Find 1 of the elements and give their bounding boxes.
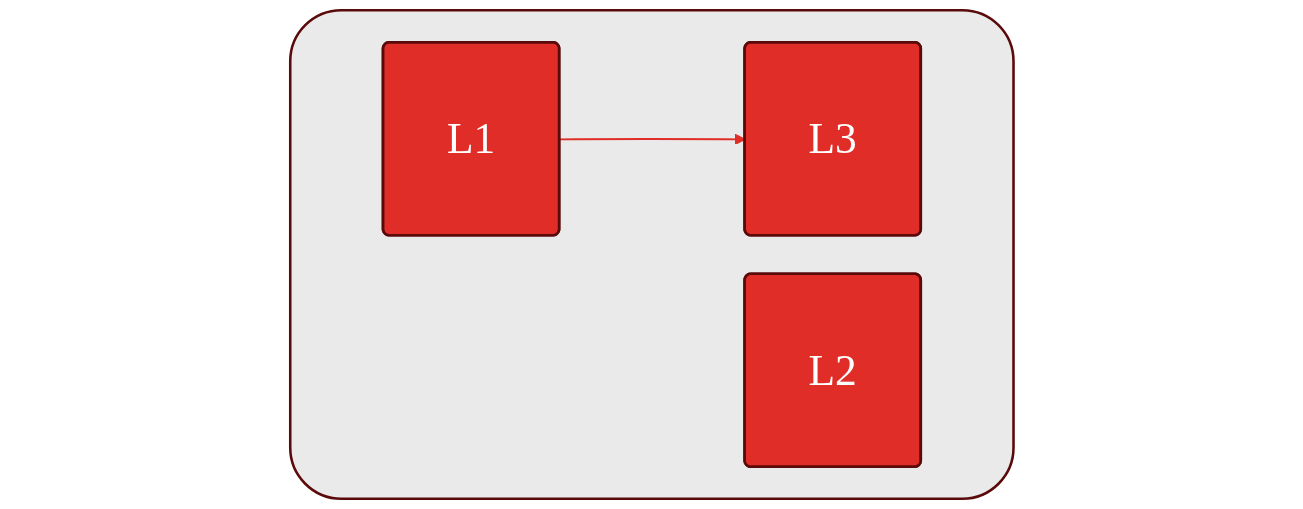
cluster: [288, 8, 1015, 501]
